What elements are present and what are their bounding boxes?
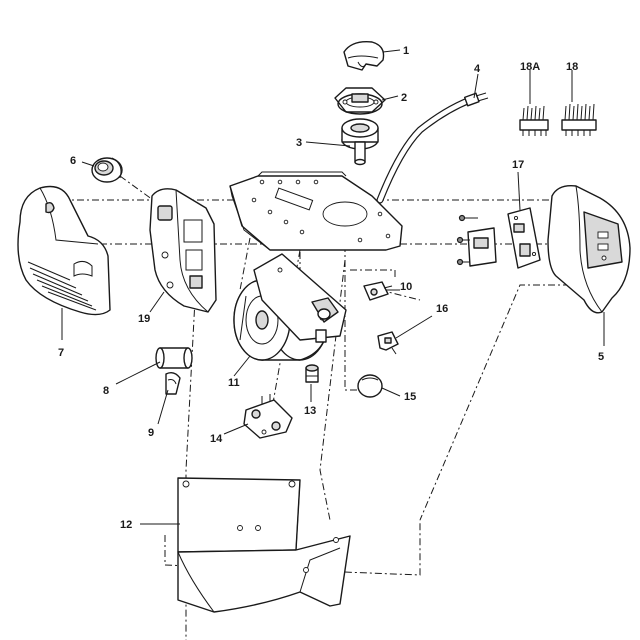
callout-17: 17 <box>512 159 524 171</box>
callout-7: 7 <box>58 347 64 359</box>
part-8-capacitor <box>155 347 193 369</box>
callout-5: 5 <box>598 351 604 363</box>
callout-4: 4 <box>474 63 481 75</box>
callout-8: 8 <box>103 385 109 397</box>
motor-bracket <box>253 253 347 343</box>
callout-18: 18 <box>566 61 578 73</box>
part-16-switch <box>377 331 399 355</box>
chassis-holes <box>251 179 391 243</box>
callout-14: 14 <box>210 433 223 445</box>
part-9-capacitor-clip <box>165 371 181 395</box>
leader-lines <box>61 49 605 525</box>
callout-labels: 1 2 3 4 18A 18 6 7 8 9 10 11 12 13 14 15… <box>58 45 604 531</box>
part-12-housing <box>177 477 351 613</box>
callout-2: 2 <box>401 92 407 104</box>
part-17-logic-board <box>507 207 541 269</box>
part-3-drive-gear <box>341 118 379 166</box>
callout-3: 3 <box>296 137 302 149</box>
part-19-chassis-bracket <box>149 188 217 313</box>
callout-13: 13 <box>304 405 316 417</box>
transformer-bracket <box>456 214 497 267</box>
part-2-sprocket-assembly <box>334 87 386 115</box>
callout-18a: 18A <box>520 61 540 73</box>
part-13-gear-fitting <box>305 364 319 383</box>
callout-12: 12 <box>120 519 132 531</box>
part-1-bulb-cover <box>343 41 385 71</box>
part-5-light-cover <box>547 185 631 314</box>
part-18a-wire-harness <box>519 105 549 136</box>
callout-9: 9 <box>148 427 154 439</box>
callout-15: 15 <box>404 391 416 403</box>
callout-19: 19 <box>138 313 150 325</box>
callout-10: 10 <box>400 281 412 293</box>
callout-1: 1 <box>403 45 409 57</box>
part-7-end-cover <box>17 185 111 316</box>
callout-16: 16 <box>436 303 448 315</box>
part-10-limit-switch <box>363 281 393 301</box>
part-4-power-cord <box>376 92 489 204</box>
part-14-carriage <box>243 394 293 439</box>
part-18-wire-harness <box>561 103 597 136</box>
callout-6: 6 <box>70 155 76 167</box>
chassis-plate <box>229 171 403 251</box>
part-6-grommet <box>91 157 123 183</box>
part-15-plug <box>357 374 383 398</box>
callout-11: 11 <box>228 377 240 389</box>
